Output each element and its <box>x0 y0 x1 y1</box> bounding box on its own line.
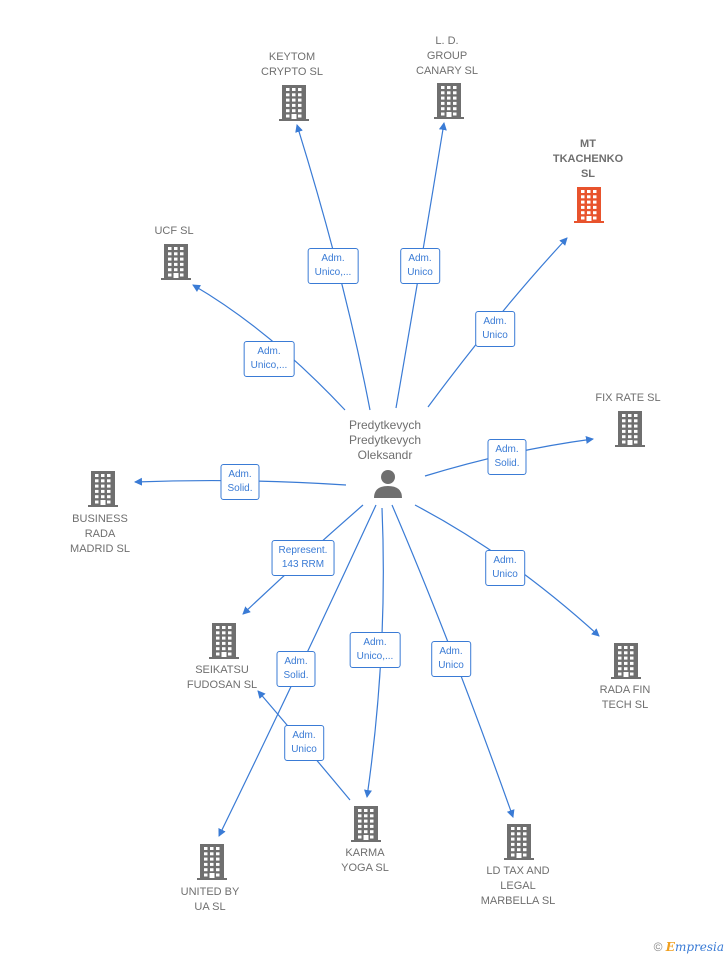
person-icon[interactable] <box>373 468 403 503</box>
company-label-mt[interactable]: MT TKACHENKO SL <box>552 138 624 180</box>
building-icon[interactable] <box>615 411 645 452</box>
edge-person-ucf <box>192 284 346 411</box>
edge-label-karma[interactable]: Adm. Unico,... <box>349 632 401 668</box>
company-label-seikatsu[interactable]: SEIKATSU FUDOSAN SL <box>186 664 258 691</box>
person-name[interactable]: Predytkevych Predytkevych Oleksandr <box>348 418 422 462</box>
edge-label-business[interactable]: Adm. Solid. <box>220 464 260 500</box>
edge-label-mt[interactable]: Adm. Unico <box>475 311 515 347</box>
company-label-karma[interactable]: KARMA YOGA SL <box>341 847 389 874</box>
building-icon[interactable] <box>279 85 309 126</box>
building-icon[interactable] <box>161 244 191 285</box>
edge-label-keytom[interactable]: Adm. Unico,... <box>307 248 359 284</box>
building-icon[interactable] <box>88 471 118 512</box>
company-label-ucf[interactable]: UCF SL <box>154 225 194 237</box>
building-icon[interactable] <box>351 806 381 847</box>
empresia-logo[interactable]: Empresia <box>665 940 724 954</box>
building-icon[interactable] <box>434 83 464 124</box>
footer-brand: © Empresia <box>654 940 724 954</box>
building-icon[interactable] <box>209 623 239 664</box>
copyright-symbol: © <box>653 940 663 954</box>
edges <box>134 122 600 837</box>
edge-label-seikatsu[interactable]: Represent. 143 RRM <box>271 540 335 576</box>
edge-label-ldtax[interactable]: Adm. Unico <box>431 641 471 677</box>
building-icon[interactable] <box>197 844 227 885</box>
edge-label-ldgroup[interactable]: Adm. Unico <box>400 248 440 284</box>
company-label-fixrate[interactable]: FIX RATE SL <box>595 392 661 404</box>
company-label-business[interactable]: BUSINESS RADA MADRID SL <box>70 513 130 555</box>
company-label-unitedby[interactable]: UNITED BY UA SL <box>180 886 240 913</box>
building-icon[interactable] <box>574 187 604 228</box>
company-label-ldtax[interactable]: LD TAX AND LEGAL MARBELLA SL <box>480 865 556 907</box>
company-label-radafin[interactable]: RADA FIN TECH SL <box>599 684 651 711</box>
company-label-keytom[interactable]: KEYTOM CRYPTO SL <box>261 51 323 78</box>
edge-label-seikatsu[interactable]: Adm. Unico <box>284 725 324 761</box>
edge-label-radafin[interactable]: Adm. Unico <box>485 550 525 586</box>
edge-label-ucf[interactable]: Adm. Unico,... <box>243 341 295 377</box>
building-icon[interactable] <box>504 824 534 865</box>
company-label-ldgroup[interactable]: L. D. GROUP CANARY SL <box>416 35 478 77</box>
edge-label-unitedby[interactable]: Adm. Solid. <box>276 651 316 687</box>
building-icon[interactable] <box>611 643 641 684</box>
edge-label-fixrate[interactable]: Adm. Solid. <box>487 439 527 475</box>
